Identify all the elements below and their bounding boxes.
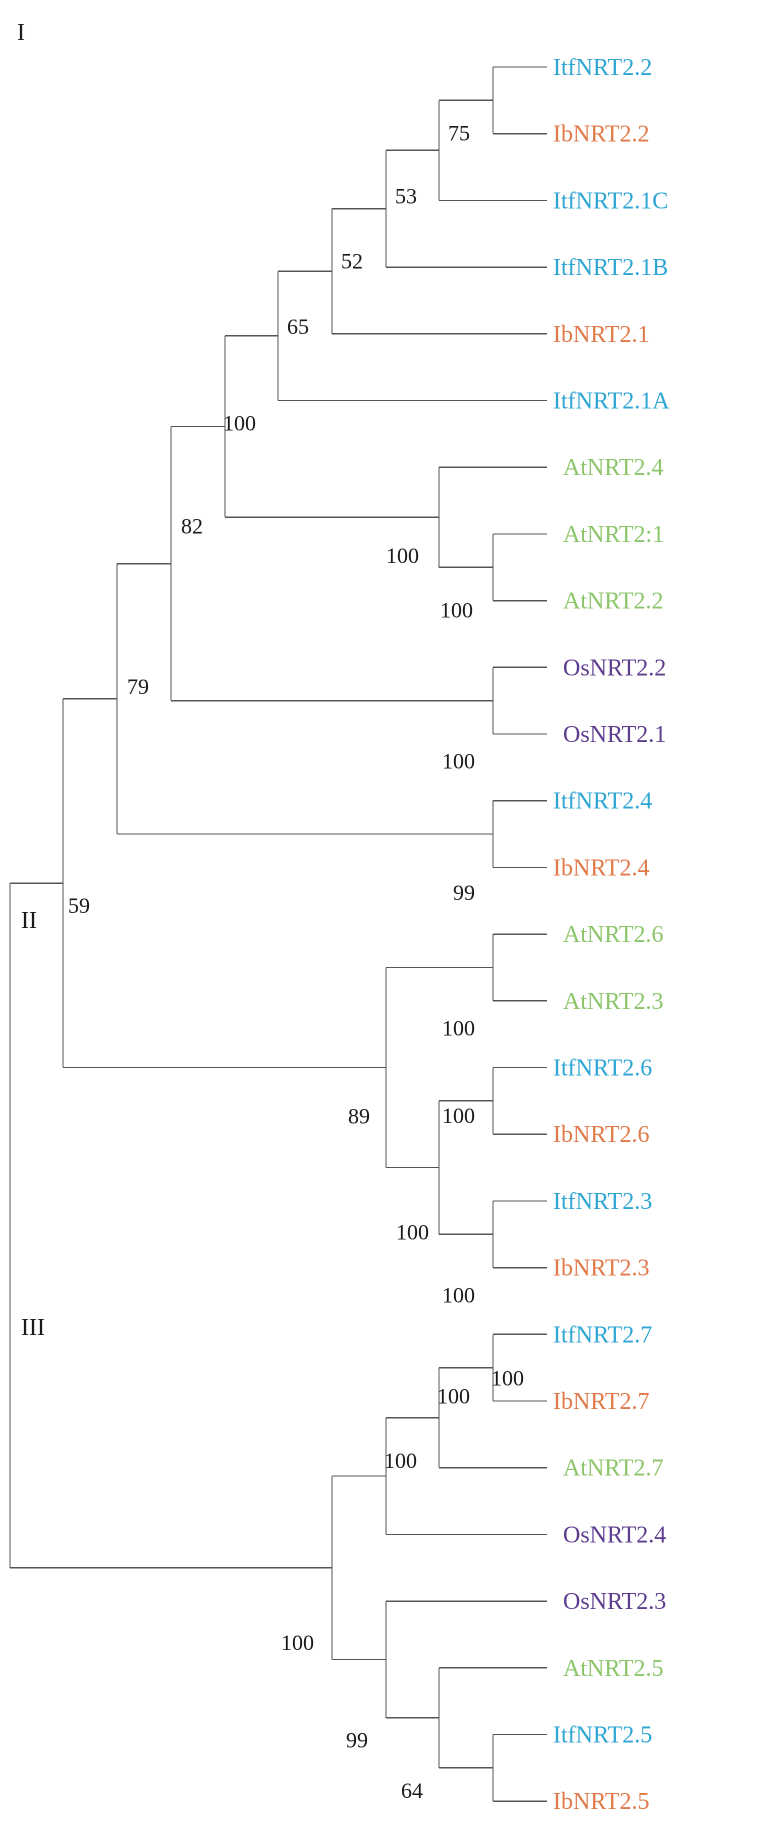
bootstrap-value: 65 <box>287 314 309 339</box>
bootstrap-value: 100 <box>442 1282 475 1307</box>
bootstrap-value: 100 <box>442 749 475 774</box>
leaf-label: IbNRT2.2 <box>553 122 650 148</box>
leaf-label: AtNRT2.6 <box>563 922 664 948</box>
bootstrap-value: 89 <box>348 1104 370 1129</box>
bootstrap-value: 100 <box>491 1366 524 1391</box>
bootstrap-value: 64 <box>401 1778 423 1803</box>
bootstrap-value: 100 <box>384 1448 417 1473</box>
leaf-label: ItfNRT2.5 <box>553 1723 652 1749</box>
bootstrap-value: 100 <box>442 1015 475 1040</box>
leaf-label: AtNRT2:1 <box>563 522 664 548</box>
leaf-label: AtNRT2.5 <box>563 1656 664 1682</box>
leaf-label: ItfNRT2.2 <box>553 55 652 81</box>
leaf-label: AtNRT2.3 <box>563 989 664 1015</box>
leaf-label: IbNRT2.7 <box>553 1389 650 1415</box>
group-label-I: I <box>17 20 25 46</box>
leaf-label: ItfNRT2.7 <box>553 1322 652 1348</box>
leaf-label: ItfNRT2.3 <box>553 1189 652 1215</box>
bootstrap-value: 99 <box>453 880 475 905</box>
leaf-label: OsNRT2.3 <box>563 1589 666 1615</box>
leaf-label: OsNRT2.1 <box>563 722 666 748</box>
leaf-label: AtNRT2.4 <box>563 455 664 481</box>
bootstrap-value: 100 <box>281 1630 314 1655</box>
leaf-label: IbNRT2.6 <box>553 1122 650 1148</box>
bootstrap-value: 52 <box>341 248 363 273</box>
bootstrap-value: 100 <box>386 543 419 568</box>
bootstrap-value: 100 <box>437 1384 470 1409</box>
bootstrap-value: 100 <box>442 1103 475 1128</box>
leaf-label: ItfNRT2.6 <box>553 1056 652 1082</box>
group-labels: I II III <box>17 20 45 1341</box>
leaf-label: IbNRT2.4 <box>553 855 650 881</box>
leaf-label: ItfNRT2.4 <box>553 789 652 815</box>
leaf-label: ItfNRT2.1A <box>553 389 670 415</box>
bootstrap-value: 100 <box>440 597 473 622</box>
leaf-label: OsNRT2.4 <box>563 1522 666 1548</box>
leaf-label: AtNRT2.7 <box>563 1456 664 1482</box>
bootstrap-value: 59 <box>68 893 90 918</box>
bootstrap-value: 75 <box>448 120 470 145</box>
bootstrap-value: 53 <box>395 184 417 209</box>
bootstrap-value: 100 <box>396 1220 429 1245</box>
leaf-label: ItfNRT2.1C <box>553 188 668 214</box>
bootstrap-value: 100 <box>223 411 256 436</box>
leaf-label: IbNRT2.5 <box>553 1789 650 1815</box>
bootstrap-value: 82 <box>181 514 203 539</box>
leaf-label: IbNRT2.1 <box>553 322 650 348</box>
group-label-III: III <box>21 1315 45 1341</box>
leaf-label: ItfNRT2.1B <box>553 255 668 281</box>
tree-branches <box>9 66 547 1802</box>
leaf-label: IbNRT2.3 <box>553 1256 650 1282</box>
bootstrap-value: 99 <box>346 1727 368 1752</box>
leaf-label: AtNRT2.2 <box>563 589 664 615</box>
leaf-label: OsNRT2.2 <box>563 655 666 681</box>
bootstrap-values: 75 53 52 65 100 100 100 100 82 99 79 100 100 100 100 89… <box>68 120 524 1803</box>
group-label-II: II <box>21 908 37 934</box>
bootstrap-value: 79 <box>127 674 149 699</box>
